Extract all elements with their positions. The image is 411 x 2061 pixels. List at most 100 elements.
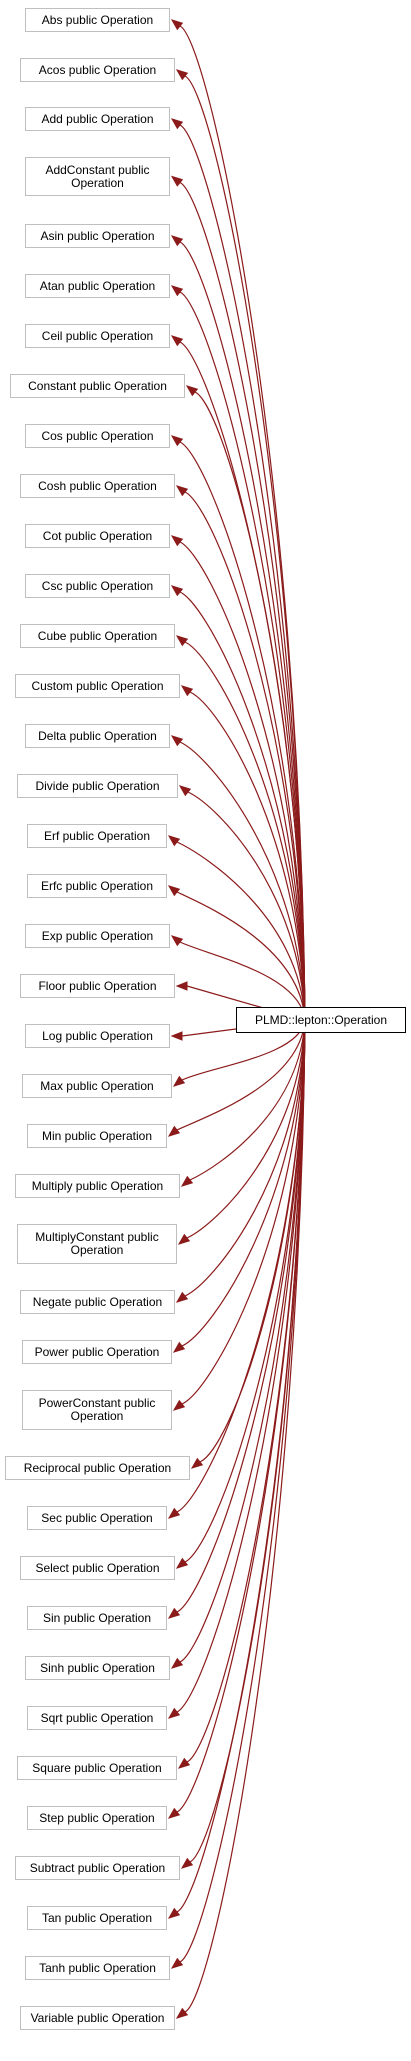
edge-select bbox=[184, 1019, 306, 1563]
edge-multiplyconstant bbox=[186, 1019, 306, 1239]
edge-cosh bbox=[184, 491, 306, 1021]
class-node-label: Constant public Operation bbox=[28, 378, 167, 393]
arrowhead-asin bbox=[170, 235, 184, 247]
arrowhead-subtract bbox=[180, 1857, 194, 1869]
arrowhead-addconstant bbox=[170, 175, 184, 187]
arrowhead-constant bbox=[185, 385, 199, 397]
class-node-powerconstant[interactable]: PowerConstant public Operation bbox=[22, 1390, 172, 1430]
class-node-cosh[interactable]: Cosh public Operation bbox=[20, 474, 175, 498]
arrowhead-sqrt bbox=[167, 1707, 181, 1719]
class-node-label: Reciprocal public Operation bbox=[23, 1460, 172, 1475]
class-node-cot[interactable]: Cot public Operation bbox=[25, 524, 170, 548]
class-node-label: Asin public Operation bbox=[40, 228, 155, 243]
class-node-max[interactable]: Max public Operation bbox=[22, 1074, 172, 1098]
edge-tan bbox=[176, 1019, 306, 1913]
class-node-power[interactable]: Power public Operation bbox=[22, 1340, 172, 1364]
class-node-atan[interactable]: Atan public Operation bbox=[25, 274, 170, 298]
class-node-sin[interactable]: Sin public Operation bbox=[27, 1606, 167, 1630]
class-node-subtract[interactable]: Subtract public Operation bbox=[15, 1856, 180, 1880]
class-node-label: Add public Operation bbox=[41, 111, 154, 126]
edge-multiply bbox=[189, 1019, 306, 1181]
arrowhead-cube bbox=[175, 635, 189, 647]
class-node-custom[interactable]: Custom public Operation bbox=[15, 674, 180, 698]
edge-sqrt bbox=[176, 1019, 306, 1713]
edge-cube bbox=[184, 641, 306, 1021]
arrowhead-square bbox=[177, 1757, 191, 1769]
class-node-divide[interactable]: Divide public Operation bbox=[17, 774, 178, 798]
class-node-label: Square public Operation bbox=[32, 1760, 162, 1775]
class-node-cos[interactable]: Cos public Operation bbox=[25, 424, 170, 448]
arrowhead-sinh bbox=[170, 1657, 184, 1669]
class-node-reciprocal[interactable]: Reciprocal public Operation bbox=[5, 1456, 190, 1480]
main-class-node[interactable]: PLMD::lepton::Operation bbox=[236, 1007, 406, 1033]
class-node-exp[interactable]: Exp public Operation bbox=[25, 924, 170, 948]
main-class-label: PLMD::lepton::Operation bbox=[254, 1013, 388, 1027]
edge-constant bbox=[194, 391, 306, 1021]
edge-subtract bbox=[189, 1019, 306, 1863]
class-node-sinh[interactable]: Sinh public Operation bbox=[25, 1656, 170, 1680]
arrowhead-max bbox=[172, 1075, 186, 1087]
class-node-tan[interactable]: Tan public Operation bbox=[27, 1906, 167, 1930]
edge-add bbox=[179, 124, 306, 1021]
class-node-multiplyconstant[interactable]: MultiplyConstant public Operation bbox=[17, 1224, 177, 1264]
arrowhead-min bbox=[167, 1125, 181, 1137]
class-node-label: Sin public Operation bbox=[42, 1610, 152, 1625]
class-node-asin[interactable]: Asin public Operation bbox=[25, 224, 170, 248]
class-node-square[interactable]: Square public Operation bbox=[17, 1756, 177, 1780]
class-node-negate[interactable]: Negate public Operation bbox=[20, 1290, 175, 1314]
arrowhead-abs bbox=[170, 19, 184, 31]
class-node-delta[interactable]: Delta public Operation bbox=[25, 724, 170, 748]
class-node-log[interactable]: Log public Operation bbox=[25, 1024, 170, 1048]
class-node-label: Csc public Operation bbox=[41, 578, 154, 593]
class-node-add[interactable]: Add public Operation bbox=[25, 107, 170, 131]
class-node-label: MultiplyConstant public Operation bbox=[35, 1230, 159, 1257]
class-node-label: Variable public Operation bbox=[30, 2010, 165, 2025]
edge-erfc bbox=[176, 891, 306, 1021]
class-node-label: Max public Operation bbox=[40, 1078, 154, 1093]
arrowhead-powerconstant bbox=[172, 1399, 186, 1411]
class-node-tanh[interactable]: Tanh public Operation bbox=[25, 1956, 170, 1980]
edge-addconstant bbox=[179, 181, 306, 1021]
class-node-label: Cube public Operation bbox=[37, 628, 158, 643]
class-node-sec[interactable]: Sec public Operation bbox=[27, 1506, 167, 1530]
arrowhead-log bbox=[170, 1031, 183, 1041]
class-node-label: PowerConstant public Operation bbox=[38, 1396, 156, 1423]
class-node-label: Erf public Operation bbox=[43, 828, 151, 843]
class-node-label: Sinh public Operation bbox=[40, 1660, 155, 1675]
class-node-floor[interactable]: Floor public Operation bbox=[20, 974, 175, 998]
class-node-label: Min public Operation bbox=[41, 1128, 153, 1143]
class-node-cube[interactable]: Cube public Operation bbox=[20, 624, 175, 648]
class-node-erfc[interactable]: Erfc public Operation bbox=[27, 874, 167, 898]
arrowhead-select bbox=[175, 1557, 189, 1569]
edge-sin bbox=[176, 1019, 306, 1613]
class-node-label: Negate public Operation bbox=[32, 1294, 163, 1309]
class-node-acos[interactable]: Acos public Operation bbox=[20, 58, 175, 82]
arrowhead-tanh bbox=[170, 1957, 184, 1969]
class-node-min[interactable]: Min public Operation bbox=[27, 1124, 167, 1148]
class-node-abs[interactable]: Abs public Operation bbox=[25, 8, 170, 32]
arrowhead-erfc bbox=[167, 885, 181, 897]
class-node-multiply[interactable]: Multiply public Operation bbox=[15, 1174, 180, 1198]
class-node-constant[interactable]: Constant public Operation bbox=[10, 374, 185, 398]
arrowhead-tan bbox=[167, 1907, 181, 1919]
class-node-label: Select public Operation bbox=[35, 1560, 160, 1575]
class-node-erf[interactable]: Erf public Operation bbox=[27, 824, 167, 848]
class-node-ceil[interactable]: Ceil public Operation bbox=[25, 324, 170, 348]
class-node-csc[interactable]: Csc public Operation bbox=[25, 574, 170, 598]
class-node-variable[interactable]: Variable public Operation bbox=[20, 2006, 175, 2030]
class-node-sqrt[interactable]: Sqrt public Operation bbox=[27, 1706, 167, 1730]
class-node-label: AddConstant public Operation bbox=[45, 162, 150, 190]
class-node-step[interactable]: Step public Operation bbox=[27, 1806, 167, 1830]
edge-erf bbox=[176, 841, 306, 1021]
arrowhead-cosh bbox=[175, 485, 189, 497]
class-node-label: Cos public Operation bbox=[41, 428, 154, 443]
class-node-label: Subtract public Operation bbox=[29, 1860, 166, 1875]
edge-power bbox=[181, 1019, 306, 1347]
class-node-addconstant[interactable]: AddConstant public Operation bbox=[25, 157, 170, 196]
edge-negate bbox=[184, 1019, 306, 1297]
class-node-select[interactable]: Select public Operation bbox=[20, 1556, 175, 1580]
class-node-label: Custom public Operation bbox=[31, 678, 164, 693]
arrowhead-sec bbox=[167, 1507, 181, 1519]
class-node-label: Delta public Operation bbox=[38, 728, 157, 743]
arrowhead-acos bbox=[175, 69, 189, 81]
